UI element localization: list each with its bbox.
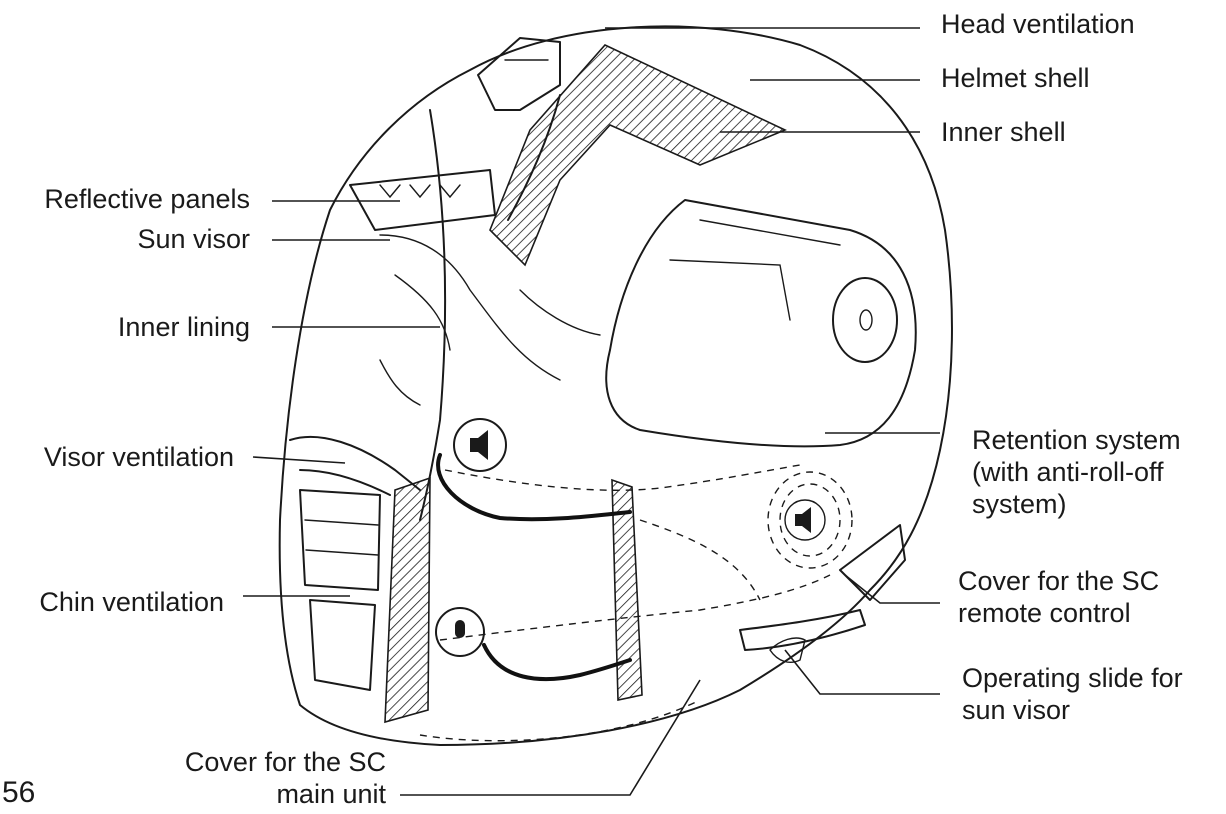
- label-inner-shell: Inner shell: [941, 117, 1066, 147]
- label-reflective-panels: Reflective panels: [44, 184, 250, 214]
- label-helmet-shell: Helmet shell: [941, 63, 1090, 93]
- reflective-panel-shape: [349, 169, 496, 231]
- inner-shell-band: [489, 44, 787, 267]
- head-vent-shape: [477, 37, 561, 111]
- ear-pad: [832, 277, 898, 363]
- label-head-ventilation: Head ventilation: [941, 9, 1135, 39]
- speaker-2: [784, 499, 826, 541]
- label-cover-sc-main: Cover for the SC main unit: [184, 747, 386, 809]
- visor-opening: [605, 199, 917, 448]
- chin-bar-section: [384, 476, 431, 724]
- label-operating-slide: Operating slide for sun visor: [962, 663, 1183, 725]
- helmet-shell-outline: [278, 25, 953, 746]
- label-visor-ventilation: Visor ventilation: [43, 442, 234, 472]
- rear-shell-section: [611, 478, 643, 701]
- microphone: [435, 607, 485, 657]
- label-chin-ventilation: Chin ventilation: [39, 587, 224, 617]
- page-number: 56: [2, 776, 36, 809]
- speaker-1: [453, 418, 507, 472]
- label-retention-system: Retention system (with anti-roll-off sys…: [972, 425, 1181, 519]
- label-cover-sc-remote: Cover for the SC remote control: [958, 566, 1160, 628]
- label-sun-visor: Sun visor: [137, 224, 250, 254]
- label-inner-lining: Inner lining: [117, 312, 250, 342]
